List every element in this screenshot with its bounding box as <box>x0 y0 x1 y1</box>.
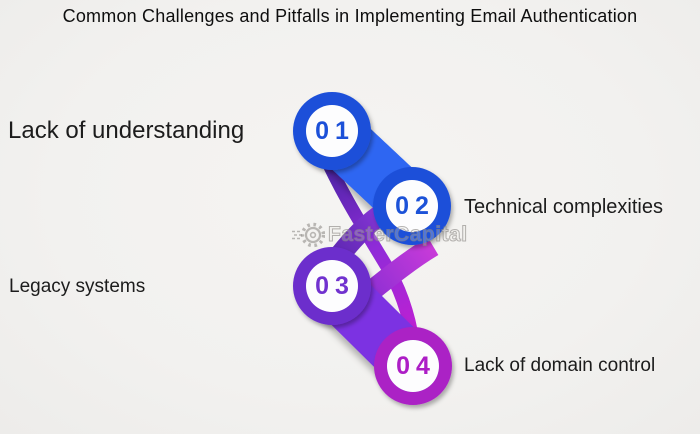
step-04-label: Lack of domain control <box>464 355 656 376</box>
step-04-ring <box>374 327 452 405</box>
step-03-label: Legacy systems <box>9 276 146 297</box>
step-02-label: Technical complexities <box>464 196 663 218</box>
step-01-label: Lack of understanding <box>8 117 245 144</box>
step-01-number: 01 <box>315 117 355 145</box>
step-04-disc <box>387 340 439 392</box>
step-01-ring <box>293 92 371 170</box>
step-01-disc <box>306 105 358 157</box>
step-02-number: 02 <box>395 192 435 220</box>
step-03-number: 03 <box>315 272 355 300</box>
page-title: Common Challenges and Pitfalls in Implem… <box>62 6 638 26</box>
step-02-disc <box>386 180 438 232</box>
step-04-number: 04 <box>396 352 436 380</box>
step-02-ring <box>373 167 451 245</box>
step-03-disc <box>306 260 358 312</box>
step-03-ring <box>293 247 371 325</box>
